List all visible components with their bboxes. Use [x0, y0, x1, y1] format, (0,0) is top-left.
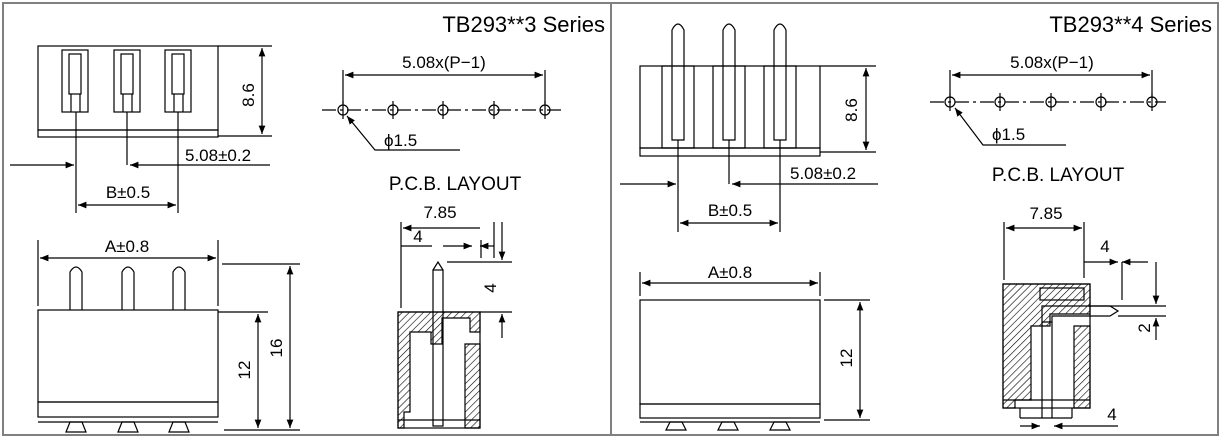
dim-12-label: 12 [837, 349, 856, 368]
front-view [639, 272, 870, 431]
dim-b-label: B±0.5 [708, 201, 752, 220]
panel-tb293-4: TB293**4 Series 8.6 5.08±0.2 B±0.5 [620, 12, 1212, 431]
side-view [1002, 222, 1166, 430]
dim-4-label: 4 [413, 227, 422, 246]
dim-pitch-label: 5.08±0.2 [790, 164, 856, 183]
pcb-layout [930, 70, 1166, 146]
pcb-hole [1095, 93, 1107, 111]
pcb-hole [1045, 93, 1057, 111]
side-view [397, 222, 512, 429]
pcb-hole [387, 101, 399, 119]
top-view [10, 45, 272, 213]
pcb-layout-label: P.C.B. LAYOUT [992, 165, 1125, 186]
dim-16-label: 16 [267, 339, 286, 358]
dim-pitch-label: 5.08±0.2 [185, 146, 251, 165]
pcb-layout [322, 70, 562, 151]
dim-4-label: 4 [1100, 237, 1109, 256]
pcb-hole [1146, 93, 1158, 111]
pitch-label: 5.08x(P−1) [1010, 53, 1094, 72]
hole-label: ϕ1.5 [992, 125, 1025, 144]
panel-title: TB293**4 Series [1049, 12, 1212, 37]
dim-4-vertical-label: 4 [481, 283, 500, 292]
dim-4-bottom-label: 4 [1107, 405, 1116, 424]
dim-785-label: 7.85 [423, 203, 456, 222]
dim-785-label: 7.85 [1029, 204, 1062, 223]
dim-12-label: 12 [235, 361, 254, 380]
front-view [37, 240, 300, 433]
pcb-hole [994, 93, 1006, 111]
dim-a-label: A±0.8 [105, 237, 149, 256]
dim-2-label: 2 [1135, 323, 1154, 332]
pcb-hole [488, 101, 500, 119]
panel-tb293-3: TB293**3 Series 8.6 5.08±0.2 [10, 12, 605, 433]
pcb-hole [337, 101, 349, 119]
dim-height-label: 8.6 [239, 83, 258, 107]
pcb-hole [437, 101, 449, 119]
pcb-layout-label: P.C.B. LAYOUT [389, 174, 522, 195]
dim-a-label: A±0.8 [708, 263, 752, 282]
hole-label: ϕ1.5 [384, 131, 417, 150]
pcb-hole [539, 101, 551, 119]
panel-title: TB293**3 Series [442, 12, 605, 37]
pitch-label: 5.08x(P−1) [402, 53, 486, 72]
top-view [620, 23, 878, 232]
dim-b-label: B±0.5 [106, 183, 150, 202]
pcb-hole [944, 93, 956, 111]
dim-height-label: 8.6 [842, 98, 861, 122]
